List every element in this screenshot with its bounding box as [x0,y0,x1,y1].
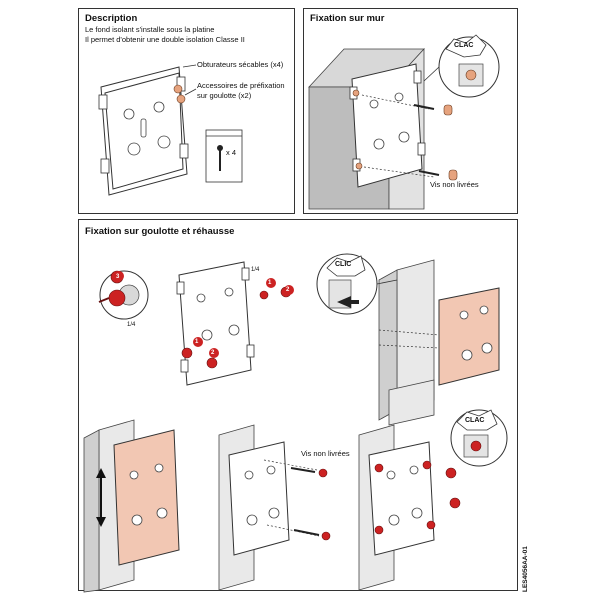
trunking-panel: Fixation sur goulotte et réhausse [78,219,518,593]
wall-panel: Fixation sur mur [303,8,518,214]
wall-screws [352,89,458,181]
quarter-turn-top: 1/4 [251,267,260,273]
description-title: Description [85,13,138,24]
trunking-illustration [83,253,508,593]
wall-screws-note: Vis non livrées [430,180,479,189]
step-e-clac-zoom [450,409,508,467]
step-1a-badge: 1 [195,339,199,345]
step-a-plate [176,261,292,386]
description-line-1: Le fond isolant s'installe sous la plati… [85,25,215,34]
clac-zoom [423,34,500,98]
description-illustration [98,64,243,196]
mounting-plate [98,66,189,196]
wall-plate [349,63,426,188]
clic-zoom [316,253,398,315]
step-e-plate [358,424,461,591]
callout-plugs: Obturateurs sécables (x4) [197,60,284,69]
wall-clac-label: CLAC [454,42,474,49]
trunking-screws-note: Vis non livrées [301,449,350,458]
quarter-turn-left: 1/4 [127,322,136,328]
description-panel: Description Le fond isolant s'installe s… [78,8,295,214]
step-2b-badge: 2 [286,287,290,293]
trunking-title: Fixation sur goulotte et réhausse [85,226,235,237]
reference-code: LES4056AA-01 [522,546,529,592]
step-a-zoom [98,270,149,320]
step-2a-badge: 2 [211,350,215,356]
wall-illustration [308,34,500,210]
trunking-clac-label: CLAC [465,417,485,424]
bag-label: x 4 [226,148,237,157]
step-3-badge: 3 [116,274,120,280]
description-line-2: Il permet d'obtenir une double isolation… [85,35,245,44]
step-b-trunking [378,259,500,426]
step-1b-badge: 1 [268,280,272,286]
step-d-plate [218,424,331,591]
callout-accessories-2: sur goulotte (x2) [197,91,252,100]
callout-accessories-1: Accessoires de préfixation [197,81,285,90]
step-c-trunking [83,419,180,593]
screw-bag-icon [205,129,243,183]
step-badges [114,271,294,358]
clic-label: CLIC [335,261,352,268]
accessory-bottom [176,94,186,104]
wall-title: Fixation sur mur [310,13,385,24]
accessory-top [173,84,183,94]
